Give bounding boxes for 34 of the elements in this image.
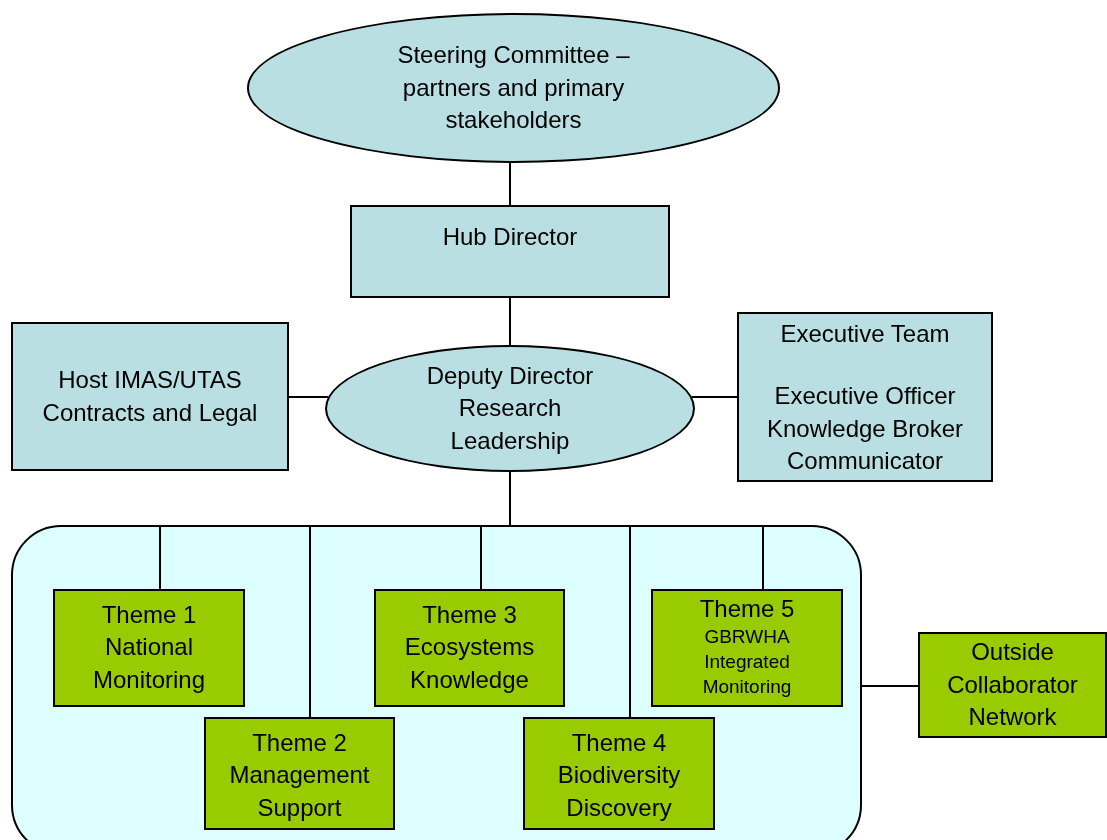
connector-line xyxy=(762,524,764,590)
theme-box xyxy=(204,717,395,830)
node-label: Outside Collaborator Network xyxy=(946,637,1079,733)
node-label: Theme 2 Management Support xyxy=(228,728,371,823)
theme-box xyxy=(651,589,843,707)
process-box xyxy=(350,205,670,298)
node-detail: Executive Officer Knowledge Broker Communicator xyxy=(765,381,965,477)
connector-line xyxy=(509,297,511,346)
connector-line xyxy=(480,524,482,590)
theme-box xyxy=(374,589,565,707)
node-label: Deputy Director Research Leadership xyxy=(425,360,595,456)
connector-line xyxy=(690,396,738,398)
node-label: Hub Director xyxy=(442,222,578,252)
process-box xyxy=(737,312,993,482)
node-detail: GBRWHA Integrated Monitoring xyxy=(701,625,793,699)
node-label: Steering Committee – partners and primary stakeholders xyxy=(396,40,631,136)
connector-line xyxy=(509,162,511,206)
connector-line xyxy=(629,524,631,718)
connector-line xyxy=(159,524,161,590)
connector-line xyxy=(309,524,311,718)
process-box xyxy=(11,322,289,471)
node-label: Theme 3 Ecosystems Knowledge xyxy=(403,600,536,695)
connector-line xyxy=(861,685,919,687)
node-label: Executive Team xyxy=(780,319,950,349)
connector-line xyxy=(509,471,511,526)
node-label: Theme 4 Biodiversity Discovery xyxy=(556,728,682,823)
node-label: Host IMAS/UTAS Contracts and Legal xyxy=(41,365,259,428)
group-container xyxy=(11,525,862,840)
theme-box xyxy=(918,632,1107,738)
node-label: Theme 5 xyxy=(699,594,795,624)
connector-line xyxy=(288,396,330,398)
node-label: Theme 1 National Monitoring xyxy=(91,600,207,695)
theme-box xyxy=(523,717,715,830)
theme-box xyxy=(53,589,245,707)
